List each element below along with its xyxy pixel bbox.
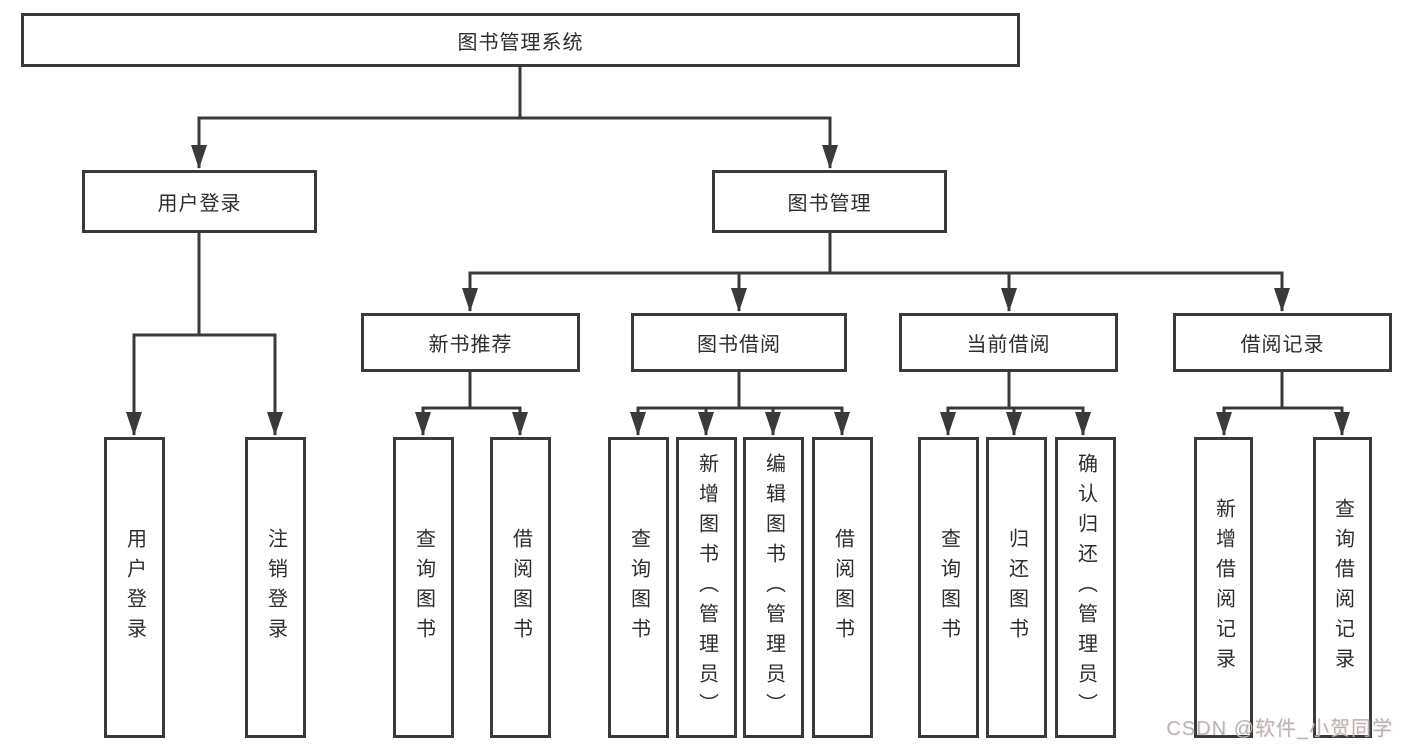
node-book-management: 图书管理 <box>712 170 947 233</box>
node-borrow-records: 借阅记录 <box>1173 313 1392 372</box>
leaf-return-book-label: 归还图书 <box>1005 527 1028 648</box>
leaf-add-borrow-record: 新增借阅记录 <box>1194 437 1253 738</box>
leaf-confirm-return-admin-label: 确认归还（管理员） <box>1074 452 1097 723</box>
node-user-login: 用户登录 <box>82 170 317 233</box>
leaf-query-borrow-record-label: 查询借阅记录 <box>1331 497 1354 678</box>
leaf-return-book: 归还图书 <box>986 437 1047 738</box>
leaf-recommend-query-books: 查询图书 <box>393 437 454 738</box>
root-node-library-management-system: 图书管理系统 <box>21 13 1020 67</box>
node-current-borrow: 当前借阅 <box>899 313 1118 372</box>
leaf-borrow-query-books-label: 查询图书 <box>627 527 650 648</box>
leaf-current-query-books-label: 查询图书 <box>937 527 960 648</box>
leaf-current-query-books: 查询图书 <box>918 437 979 738</box>
leaf-add-borrow-record-label: 新增借阅记录 <box>1212 497 1235 678</box>
node-book-borrow: 图书借阅 <box>631 313 847 372</box>
leaf-logout-label: 注销登录 <box>264 527 287 648</box>
leaf-user-login-label: 用户登录 <box>123 527 146 648</box>
node-new-book-recommend: 新书推荐 <box>361 313 580 372</box>
leaf-borrow-borrow-books-label: 借阅图书 <box>831 527 854 648</box>
leaf-edit-book-admin: 编辑图书（管理员） <box>743 437 804 738</box>
leaf-add-book-admin-label: 新增图书（管理员） <box>695 452 718 723</box>
leaf-user-login: 用户登录 <box>104 437 165 738</box>
leaf-recommend-borrow-books: 借阅图书 <box>490 437 551 738</box>
leaf-logout: 注销登录 <box>245 437 306 738</box>
leaf-add-book-admin: 新增图书（管理员） <box>676 437 737 738</box>
leaf-query-borrow-record: 查询借阅记录 <box>1313 437 1372 738</box>
leaf-confirm-return-admin: 确认归还（管理员） <box>1055 437 1116 738</box>
leaf-borrow-query-books: 查询图书 <box>608 437 669 738</box>
leaf-borrow-borrow-books: 借阅图书 <box>812 437 873 738</box>
leaf-recommend-query-books-label: 查询图书 <box>412 527 435 648</box>
leaf-edit-book-admin-label: 编辑图书（管理员） <box>762 452 785 723</box>
leaf-recommend-borrow-books-label: 借阅图书 <box>509 527 532 648</box>
